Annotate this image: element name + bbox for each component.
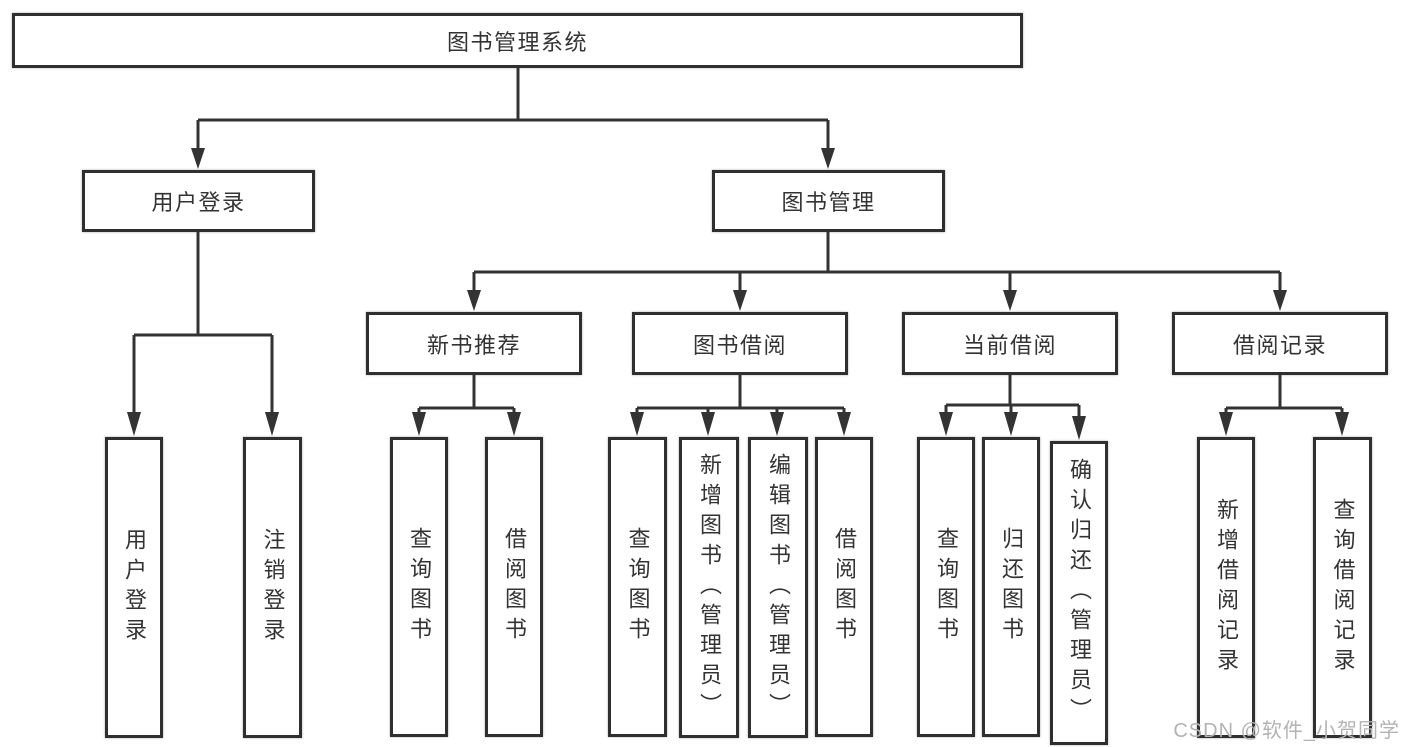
- node-leaf-logout-label: 注销登录: [260, 527, 286, 648]
- node-root: 图书管理系统: [12, 13, 1023, 68]
- node-leaf-bb-query-label: 查询图书: [625, 527, 651, 647]
- node-current-label: 当前借阅: [962, 332, 1057, 358]
- node-leaf-cb-return-label: 归还图书: [999, 527, 1024, 647]
- node-leaf-bb-borrow: 借阅图书: [815, 437, 873, 737]
- node-leaf-cb-confirm-label: 确认归还（管理员）: [1067, 458, 1092, 728]
- node-root-label: 图书管理系统: [446, 29, 588, 55]
- node-current: 当前借阅: [902, 312, 1118, 375]
- node-user-login-label: 用户登录: [151, 190, 246, 215]
- node-leaf-br-add-label: 新增借阅记录: [1214, 497, 1239, 678]
- node-leaf-login: 用户登录: [105, 437, 163, 738]
- arrowhead-cb-confirm: [1072, 416, 1086, 440]
- node-leaf-cb-query-label: 查询图书: [934, 527, 959, 647]
- node-new-book: 新书推荐: [366, 312, 582, 375]
- arrowhead-br-add: [1219, 412, 1233, 436]
- node-borrowing: 图书借阅: [632, 312, 848, 375]
- node-leaf-br-query-label: 查询借阅记录: [1330, 497, 1356, 678]
- node-records-label: 借阅记录: [1232, 332, 1327, 358]
- node-leaf-cb-confirm: 确认归还（管理员）: [1050, 441, 1108, 745]
- node-leaf-nb-borrow: 借阅图书: [485, 437, 543, 737]
- node-leaf-nb-query: 查询图书: [390, 437, 448, 737]
- node-leaf-nb-borrow-label: 借阅图书: [502, 527, 527, 647]
- node-leaf-nb-query-label: 查询图书: [407, 527, 432, 647]
- node-leaf-bb-edit: 编辑图书（管理员）: [748, 437, 808, 738]
- node-leaf-bb-add: 新增图书（管理员）: [679, 437, 739, 738]
- arrowhead-bb-edit: [770, 412, 784, 436]
- arrowhead-borrowing: [733, 290, 747, 311]
- arrowhead-cb-query: [939, 412, 953, 436]
- node-leaf-bb-query: 查询图书: [608, 437, 667, 737]
- arrowhead-nb-borrow: [507, 412, 521, 436]
- node-leaf-login-label: 用户登录: [122, 527, 147, 648]
- node-records: 借阅记录: [1172, 312, 1388, 375]
- node-borrowing-label: 图书借阅: [692, 332, 787, 358]
- arrowhead-current: [1003, 290, 1017, 311]
- arrowhead-logout: [265, 412, 279, 436]
- node-leaf-logout: 注销登录: [243, 437, 302, 738]
- node-leaf-cb-query: 查询图书: [917, 437, 975, 737]
- node-book-mgmt: 图书管理: [712, 170, 945, 232]
- node-leaf-br-query: 查询借阅记录: [1313, 437, 1372, 738]
- arrowhead-new-book: [467, 290, 481, 311]
- watermark: CSDN @软件_小贺同学: [1173, 720, 1400, 742]
- arrowhead-nb-query: [412, 412, 426, 436]
- arrowhead-bb-query: [630, 412, 644, 436]
- arrowhead-bb-borrow: [837, 412, 851, 436]
- arrowhead-user-login: [191, 148, 205, 169]
- node-leaf-br-add: 新增借阅记录: [1197, 437, 1255, 738]
- arrowhead-br-query: [1335, 412, 1349, 436]
- arrowhead-login: [127, 412, 141, 436]
- arrowhead-cb-return: [1004, 412, 1018, 436]
- arrowhead-bb-add: [701, 412, 715, 436]
- node-leaf-bb-borrow-label: 借阅图书: [832, 527, 857, 647]
- arrowhead-book-mgmt: [821, 148, 835, 169]
- node-new-book-label: 新书推荐: [426, 332, 521, 358]
- node-leaf-cb-return: 归还图书: [982, 437, 1040, 737]
- node-leaf-bb-add-label: 新增图书（管理员）: [697, 452, 722, 723]
- node-user-login: 用户登录: [82, 170, 315, 232]
- node-leaf-bb-edit-label: 编辑图书（管理员）: [766, 452, 791, 723]
- node-book-mgmt-label: 图书管理: [781, 190, 876, 215]
- arrowhead-records: [1273, 290, 1287, 311]
